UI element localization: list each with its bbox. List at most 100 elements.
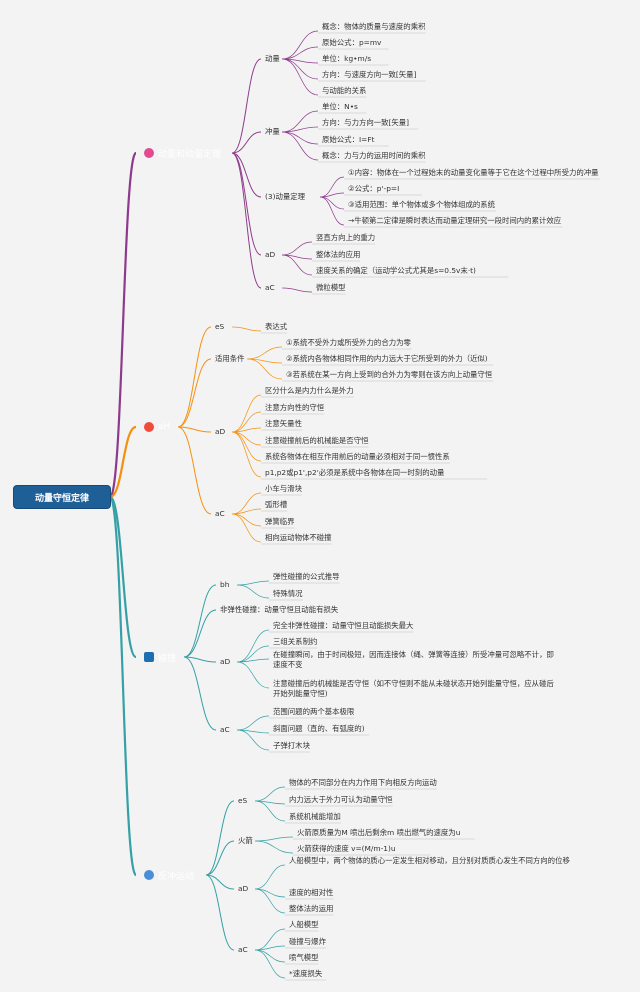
branch-label: 动量和动量定理 — [158, 149, 222, 160]
group-label[interactable]: aD — [238, 884, 249, 893]
leaf-item[interactable]: ③若系统在某一方向上受到的合外力为零则在该方向上动量守恒 — [286, 370, 493, 379]
leaf-item[interactable]: *速度损失 — [289, 969, 323, 978]
leaf-item[interactable]: 人船模型 — [289, 920, 319, 929]
branch-collision[interactable]: 碰撞 — [136, 647, 184, 667]
leaf-item[interactable]: 表达式 — [265, 322, 288, 331]
leaf-item[interactable]: ①内容：物体在一个过程始末的动量变化量等于它在这个过程中所受力的冲量 — [348, 168, 599, 177]
root-node[interactable]: 动量守恒定律 — [14, 486, 110, 508]
leaf-item[interactable]: 人船模型中，两个物体的质心一定发生相对移动，且分别对质质心发生不同方向的位移 — [289, 856, 570, 865]
leaf-item[interactable]: 三组关系制约 — [273, 637, 318, 646]
leaf-item[interactable]: 注意矢量性 — [265, 419, 302, 428]
root-branch-connector — [108, 151, 138, 499]
leaf-item[interactable]: 整体法的运用 — [289, 904, 334, 913]
group-label[interactable]: eS — [215, 322, 225, 331]
chart-icon — [144, 652, 154, 662]
group-item-connector — [255, 800, 286, 822]
leaf-item[interactable]: p1,p2或p1',p2'必须是系统中各物体在同一时刻的动量 — [265, 468, 445, 477]
group-item-connector — [282, 46, 319, 60]
group-item-connector — [255, 949, 286, 979]
leaf-item[interactable]: 火箭原质量为M 喷出后剩余m 喷出燃气的速度为u — [297, 828, 461, 837]
group-item-connector — [232, 394, 262, 433]
group-label[interactable]: aD — [220, 657, 231, 666]
leaf-item[interactable]: 系统机械能增加 — [289, 812, 341, 821]
leaf-item[interactable]: 概念：物体的质量与速度的乘积 — [322, 22, 426, 31]
leaf-item[interactable]: 速度关系的确定（运动学公式尤其是s=0.5v末·t) — [316, 266, 476, 275]
leaf-item[interactable]: 注意碰撞前后的机械能是否守恒 — [265, 436, 369, 445]
group-label[interactable]: 火箭 — [238, 836, 253, 845]
branch-group-connector — [205, 840, 235, 876]
leaf-item[interactable]: 单位：N•s — [322, 102, 358, 111]
leaf-item[interactable]: 微粒模型 — [316, 283, 346, 292]
leaf-item[interactable]: 弧形槽 — [265, 500, 288, 509]
leaf-item[interactable]: 竖直方向上的重力 — [316, 233, 376, 242]
leaf-item[interactable]: 斜面问题（直的、有弧度的) — [273, 724, 365, 733]
group-label[interactable]: aC — [238, 945, 248, 954]
leaf-item[interactable]: ①系统不受外力或所受外力的合力为零 — [286, 338, 411, 347]
group-item-connector — [282, 58, 319, 96]
leaf-item[interactable]: 注意方向性的守恒 — [265, 403, 325, 412]
leaf-item[interactable]: 注意碰撞后的机械能是否守恒（如不守恒则不能从未碰状态开始列能量守恒，应从碰后开始… — [273, 679, 554, 698]
group-item-connector — [232, 431, 262, 462]
leaf-item[interactable]: 弹簧临界 — [265, 517, 295, 526]
leaf-item[interactable]: 原始公式：I=Ft — [322, 135, 375, 144]
leaf-item[interactable]: 火箭获得的速度 v=(M/m-1)u — [297, 844, 396, 853]
branch-momentum-theorem[interactable]: 动量和动量定理 — [136, 143, 232, 163]
branch-label: 反冲运动 — [158, 871, 195, 882]
leaf-item[interactable]: 碰撞与爆炸 — [289, 937, 326, 946]
leaf-item[interactable]: 与动能的关系 — [322, 86, 367, 95]
group-label[interactable]: aD — [265, 250, 276, 259]
group-label[interactable]: aC — [220, 725, 230, 734]
leaf-item[interactable]: 子弹打木块 — [273, 741, 310, 750]
leaf-item[interactable]: 相向运动物体不碰撞 — [265, 533, 332, 542]
leaf-item[interactable]: ②系统内各物体相同作用的内力远大于它所受到的外力（近似) — [286, 354, 488, 363]
group-item-connector — [237, 729, 270, 751]
group-label[interactable]: 冲量 — [265, 127, 280, 136]
leaf-item[interactable]: 速度的相对性 — [289, 888, 334, 897]
group-label[interactable]: bh — [220, 580, 230, 589]
branch-group-connector — [205, 800, 235, 876]
leaf-item[interactable]: 小车与滑块 — [265, 484, 302, 493]
group-item-connector — [282, 287, 313, 293]
branch-group-connector — [183, 584, 217, 658]
branch-recoil[interactable]: 反冲运动 — [136, 865, 206, 885]
branch-label: aH — [158, 422, 171, 432]
leaf-item[interactable]: 单位：kg•m/s — [322, 54, 372, 63]
group-item-connector — [255, 840, 294, 854]
leaf-item[interactable]: 方向：与力方向一致[矢量] — [322, 118, 410, 127]
leaf-item[interactable]: →牛顿第二定律是瞬时表达而动量定理研究一段时间内的累计效应 — [348, 216, 562, 225]
group-item-connector — [282, 126, 319, 133]
leaf-item[interactable]: 弹性碰撞的公式推导 — [273, 572, 340, 581]
group-item-connector — [237, 629, 270, 663]
leaf-item[interactable]: 系统各物体在相互作用前后的动量必须相对于同一惯性系 — [265, 452, 450, 461]
leaf-item[interactable]: 喷气模型 — [289, 953, 319, 962]
leaf-item[interactable]: ②公式：p'-p=I — [348, 184, 400, 193]
leaf-item[interactable]: 在碰撞瞬间，由于时间极短，因而连接体（绳、弹簧等连接）所受冲量可忽略不计，即速度… — [273, 650, 554, 669]
group-label[interactable]: aD — [215, 427, 226, 436]
leaf-item[interactable]: 方向：与速度方向一致[矢量] — [322, 70, 417, 79]
group-item-connector — [320, 192, 345, 198]
leaf-item[interactable]: 内力远大于外力可认为动量守恒 — [289, 795, 393, 804]
group-item-connector — [237, 658, 270, 663]
group-label[interactable]: 适用条件 — [215, 354, 245, 363]
leaf-item[interactable]: 物体的不同部分在内力作用下向相反方向运动 — [289, 778, 437, 787]
leaf-item[interactable]: 范围问题的两个基本极限 — [273, 707, 355, 716]
leaf-item[interactable]: 完全非弹性碰撞：动量守恒且动能损失最大 — [273, 621, 414, 630]
branch-conservation[interactable]: aH — [136, 417, 178, 437]
heart-icon — [144, 148, 154, 158]
group-item-connector — [320, 196, 345, 210]
leaf-item[interactable]: 特殊情况 — [273, 589, 303, 598]
group-item-connector — [237, 580, 270, 586]
group-label[interactable]: aC — [215, 509, 225, 518]
group-label[interactable]: 非弹性碰撞：动量守恒且动能有损失 — [220, 605, 339, 614]
group-label[interactable]: eS — [238, 796, 248, 805]
group-item-connector — [282, 254, 313, 276]
group-label[interactable]: (3)动量定理 — [265, 192, 306, 201]
leaf-item[interactable]: 整体法的应用 — [316, 250, 361, 259]
leaf-item[interactable]: ③适用范围：单个物体或多个物体组成的系统 — [348, 200, 496, 209]
leaf-item[interactable]: 原始公式：p=mv — [322, 38, 382, 47]
group-label[interactable]: aC — [265, 283, 275, 292]
leaf-item[interactable]: 区分什么是内力什么是外力 — [265, 386, 354, 395]
leaf-item[interactable]: 概念：力与力的运用时间的乘积 — [322, 151, 426, 160]
group-label[interactable]: 动量 — [265, 54, 280, 63]
branch-group-connector — [183, 656, 217, 731]
